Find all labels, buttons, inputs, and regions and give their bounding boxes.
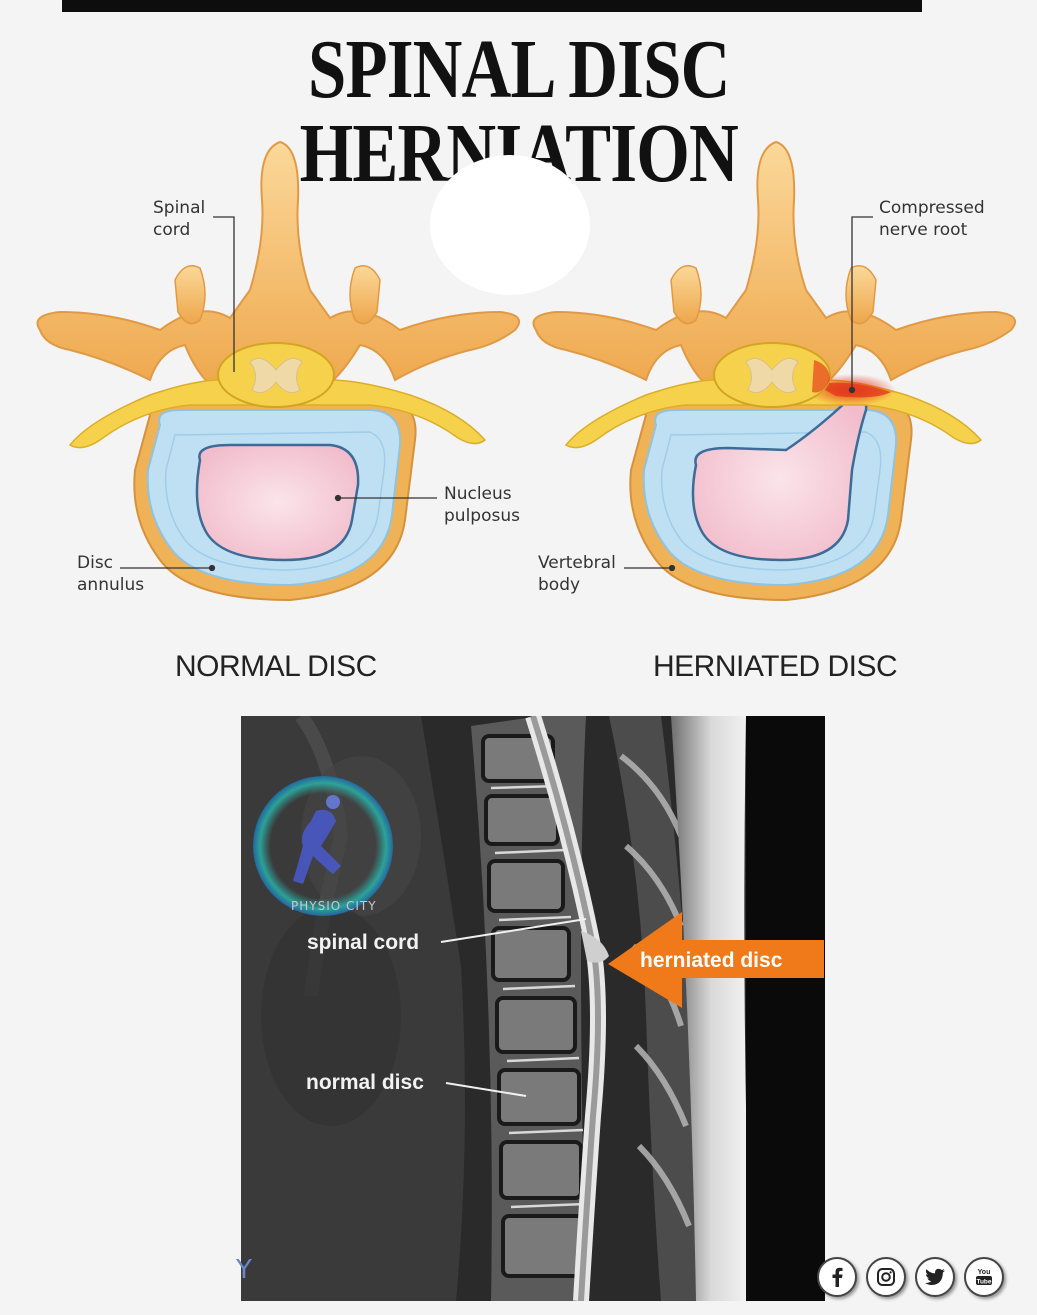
normal-nucleus-pulposus <box>195 443 360 562</box>
normal-disc-pointer <box>445 1082 527 1097</box>
blurred-patch <box>430 155 590 295</box>
page-title: SPINAL DISC HERNIATION <box>299 23 739 200</box>
physio-city-watermark: PHYSIO CITY <box>291 899 377 913</box>
mri-label-spinal-cord: spinal cord <box>307 931 420 954</box>
label-disc-annulus: Disc annulus <box>77 553 145 595</box>
label-compressed-nerve-root: Compressed nerve root <box>879 198 985 240</box>
normal-nerve-band <box>68 379 487 449</box>
mri-fat-band <box>671 716 751 1301</box>
caption-herniated-disc: HERNIATED DISC <box>653 650 898 683</box>
leader-lines <box>120 216 873 572</box>
svg-text:You: You <box>978 1269 991 1276</box>
label-spinal-cord: Spinal cord <box>153 198 206 240</box>
label-nucleus-pulposus: Nucleus pulposus <box>444 484 520 526</box>
mri-herniation <box>581 931 609 963</box>
instagram-icon[interactable] <box>866 1257 906 1297</box>
disc-diagrams <box>36 140 1016 602</box>
mri-vertebrae <box>471 716 586 1301</box>
herniated-nucleus-pulposus <box>691 396 868 562</box>
physio-city-logo <box>253 776 393 916</box>
herniated-disc-arrow <box>608 912 824 1008</box>
normal-transverse-processes <box>36 140 520 399</box>
svg-text:Tube: Tube <box>976 1279 991 1286</box>
spinal-cord-pointer <box>440 918 587 943</box>
twitter-icon[interactable] <box>915 1257 955 1297</box>
mri-label-herniated-disc: herniated disc <box>640 949 783 972</box>
facebook-icon[interactable] <box>817 1257 857 1297</box>
mri-drawing <box>241 716 825 1301</box>
herniated-disc-diagram <box>532 140 1016 602</box>
caption-normal-disc: NORMAL DISC <box>175 650 377 683</box>
mri-image: PHYSIO CITY spinal cord normal disc hern… <box>241 716 825 1301</box>
top-bar <box>62 0 922 12</box>
mri-label-normal-disc: normal disc <box>306 1071 424 1094</box>
normal-disc-diagram <box>36 140 520 602</box>
label-vertebral-body: Vertebral body <box>538 553 616 595</box>
corner-text: Y <box>236 1255 252 1285</box>
